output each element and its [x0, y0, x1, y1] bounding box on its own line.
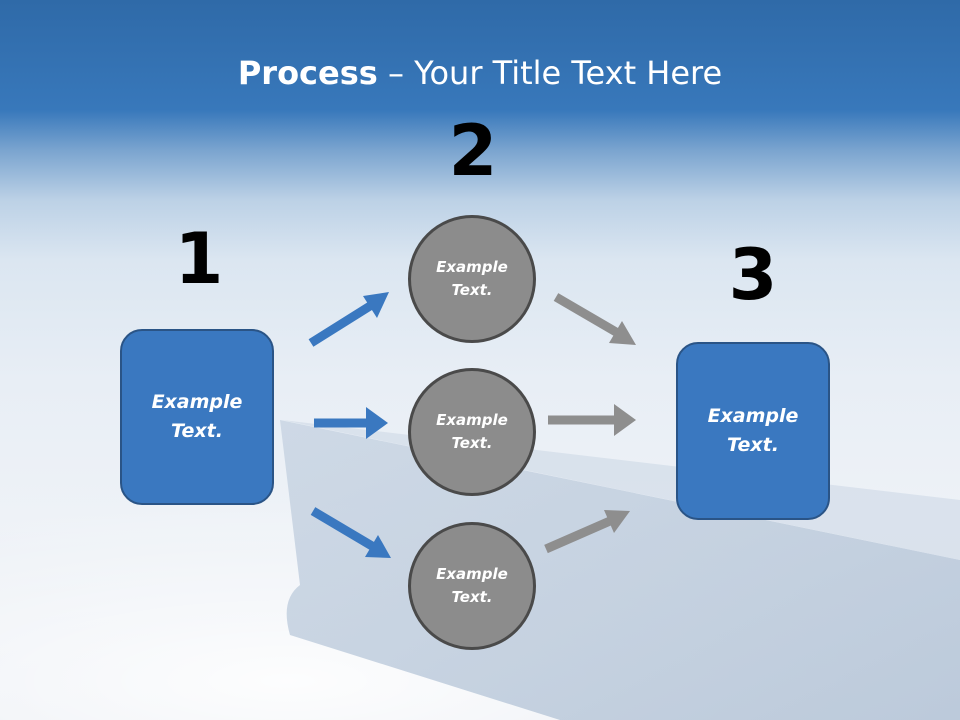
blue-arrow-right [314, 407, 388, 439]
blue-arrow-down [310, 507, 391, 558]
title-rest: – Your Title Text Here [377, 54, 723, 92]
step-number-1: 1 [174, 218, 224, 300]
step-number-2: 2 [448, 110, 498, 192]
circle-bottom-text: Example Text. [436, 565, 508, 606]
circle-middle-text: Example Text. [436, 411, 508, 452]
circle-top[interactable]: Example Text. [408, 215, 536, 343]
step-box-right-text: Example Text. [707, 405, 799, 456]
blue-arrow-up [308, 292, 389, 347]
gray-arrow-down [553, 293, 636, 345]
circle-top-text: Example Text. [436, 258, 508, 299]
step-box-left-text: Example Text. [151, 391, 243, 442]
step-box-left[interactable]: Example Text. [120, 329, 274, 505]
title-bold: Process [237, 54, 378, 92]
gray-arrow-up [544, 510, 630, 554]
circle-bottom[interactable]: Example Text. [408, 522, 536, 650]
step-number-3: 3 [728, 234, 778, 316]
step-box-right[interactable]: Example Text. [676, 342, 830, 520]
circle-middle[interactable]: Example Text. [408, 368, 536, 496]
page-title: Process – Your Title Text Here [0, 54, 960, 92]
gray-arrow-right [548, 404, 636, 436]
